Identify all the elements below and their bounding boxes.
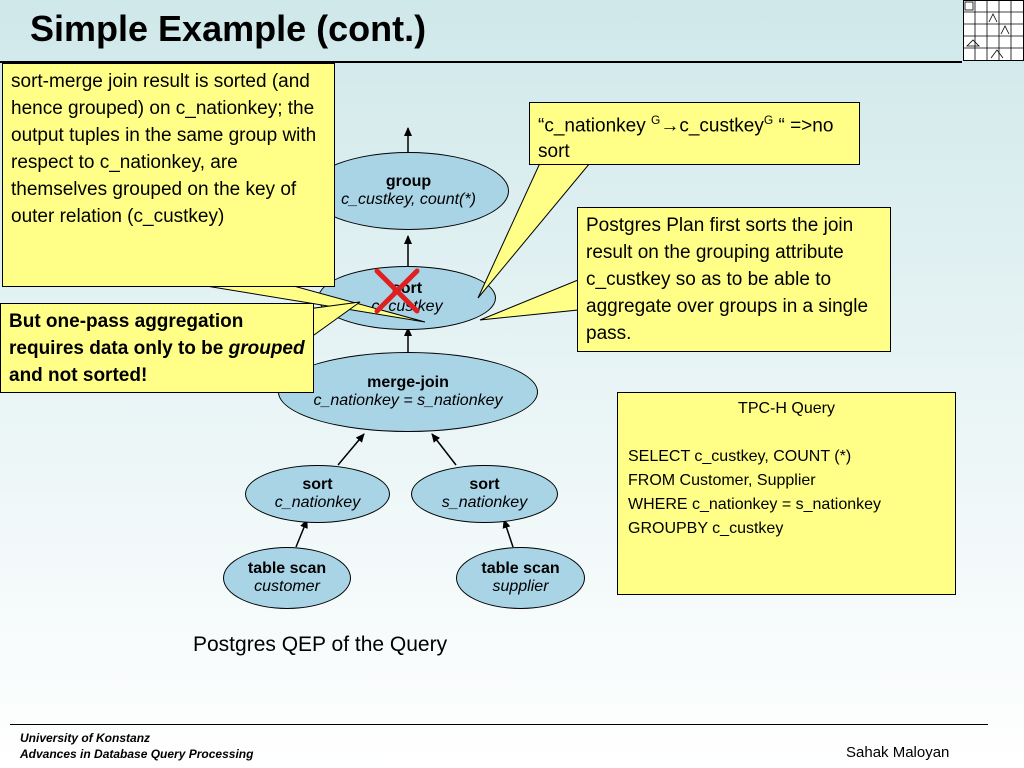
footer-course: Advances in Database Query Processing <box>20 747 254 761</box>
query-title: TPC-H Query <box>738 400 835 417</box>
node-arg: c_nationkey = s_nationkey <box>313 392 503 409</box>
footer-university: University of Konstanz <box>20 731 151 745</box>
tpch-query-box: TPC-H Query SELECT c_custkey, COUNT (*) … <box>617 392 956 595</box>
node-op: table scan <box>481 560 560 577</box>
dep-post: “ =>no sort <box>538 115 834 163</box>
node-merge-join: merge-join c_nationkey = s_nationkey <box>278 352 538 432</box>
node-arg: c_nationkey <box>274 494 361 511</box>
node-op: group <box>385 173 432 190</box>
node-op: table scan <box>247 560 327 577</box>
node-scan-customer: table scan customer <box>223 547 351 609</box>
cross-out-icon <box>374 268 420 314</box>
tail-postgres-plan <box>479 279 579 321</box>
arrow-scanc-to-sortc <box>295 519 308 548</box>
dep-sup1: G <box>651 113 661 127</box>
callout-postgres-plan: Postgres Plan first sorts the join resul… <box>577 207 891 352</box>
node-arg: supplier <box>492 578 549 595</box>
node-group: group c_custkey, count(*) <box>308 152 509 230</box>
node-arg: customer <box>254 578 320 595</box>
node-op: merge-join <box>367 374 449 391</box>
node-arg: c_custkey, count(*) <box>341 191 476 208</box>
one-pass-text-1: But one-pass aggregation requires data o… <box>9 311 244 359</box>
query-line: FROM Customer, Supplier <box>628 472 816 489</box>
footer-divider <box>10 724 988 725</box>
footer-author: Sahak Maloyan <box>846 744 950 761</box>
node-scan-supplier: table scan supplier <box>456 547 585 609</box>
dep-mid: →c_custkey <box>660 115 764 137</box>
node-sort-s-nationkey: sort s_nationkey <box>411 465 558 523</box>
tail-dependency <box>477 162 592 299</box>
plan-caption: Postgres QEP of the Query <box>193 633 448 656</box>
dep-sup2: G <box>763 113 774 127</box>
callout-sort-merge: sort-merge join result is sorted (and he… <box>2 63 335 287</box>
university-logo-icon <box>963 0 1024 61</box>
arrow-sortc-to-join <box>337 433 365 466</box>
node-arg: s_nationkey <box>441 494 528 511</box>
title-divider <box>0 61 962 63</box>
node-op: sort <box>302 476 333 493</box>
query-line: WHERE c_nationkey = s_nationkey <box>628 496 882 513</box>
query-line: SELECT c_custkey, COUNT (*) <box>628 448 852 465</box>
node-op: sort <box>469 476 500 493</box>
query-line: GROUPBY c_custkey <box>628 520 784 537</box>
callout-dependency: “c_nationkey G→c_custkeyG “ =>no sort <box>529 102 860 165</box>
dep-pre: “c_nationkey <box>538 115 652 137</box>
one-pass-emphasis: grouped <box>228 338 305 359</box>
arrow-sorts-to-join <box>431 433 457 466</box>
node-sort-c-nationkey: sort c_nationkey <box>245 465 390 523</box>
one-pass-text-2: and not sorted! <box>9 365 148 386</box>
arrow-scans-to-sorts <box>502 519 514 548</box>
callout-one-pass: But one-pass aggregation requires data o… <box>0 303 314 393</box>
slide-title: Simple Example (cont.) <box>30 8 427 49</box>
